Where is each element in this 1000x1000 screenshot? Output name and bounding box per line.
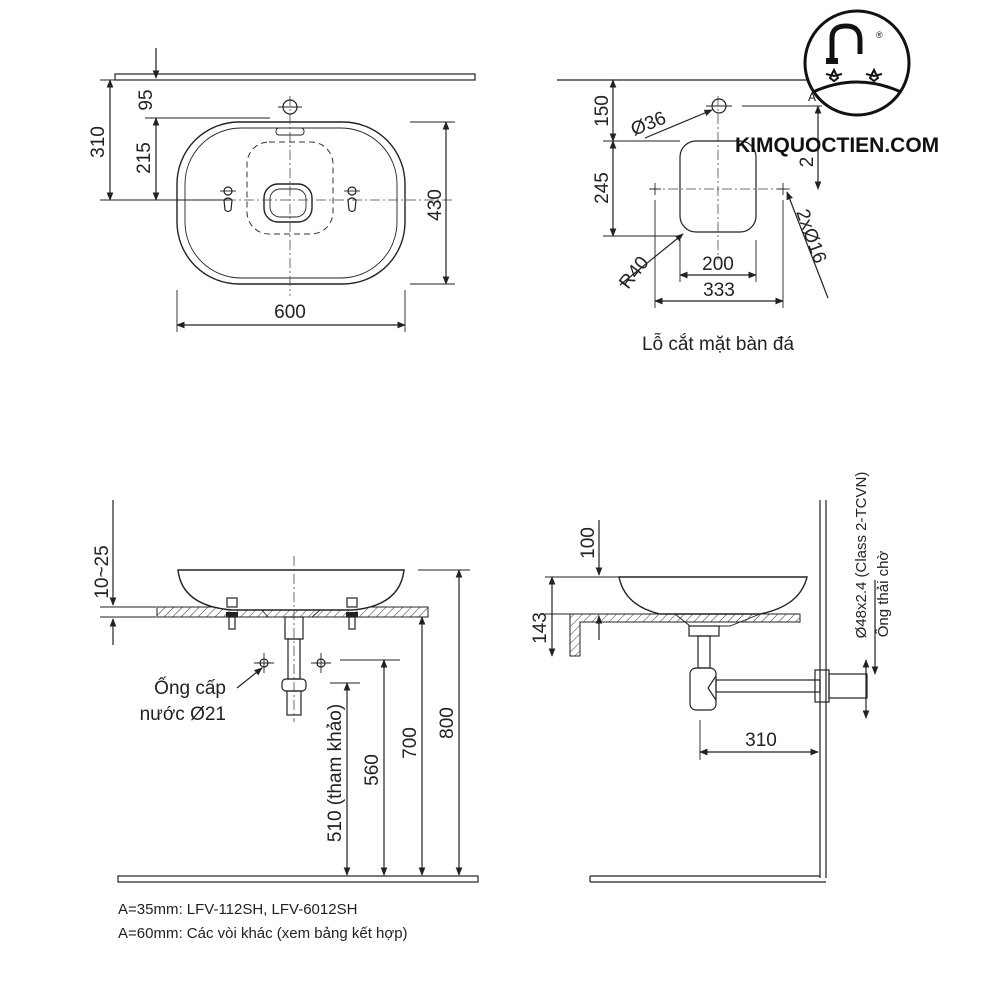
notes: A=35mm: LFV-112SH, LFV-6012SH A=60mm: Cá…: [118, 898, 408, 946]
dim-700-text: 700: [400, 727, 421, 759]
dim-310-side-text: 310: [745, 730, 777, 751]
dim-800-text: 800: [437, 707, 458, 739]
dim-310-text: 310: [88, 126, 109, 158]
front-floor: [117, 875, 479, 883]
dim-333-text: 333: [703, 280, 735, 301]
front-bolt-right: [346, 597, 358, 630]
faucet-icon: [829, 23, 863, 60]
dim-2-text: 2: [797, 157, 818, 168]
dim-100-text: 100: [578, 527, 599, 559]
front-view: 10~25 510 (tham khảo) 560 700 800 Ống cấ…: [92, 500, 479, 883]
fixing-bolt-left: [220, 186, 236, 213]
flower-icon: [825, 67, 843, 83]
side-view: 100 143 310 Ø48x2.4 (Class 2-TCVN) Ống t…: [530, 472, 892, 883]
supply-label-line2: nước Ø21: [140, 704, 226, 725]
supply-leader: [236, 667, 263, 689]
water-wave-icon: [812, 80, 902, 94]
cutout-bolt-hole-right: [777, 183, 789, 195]
flower-icon-2: [865, 67, 883, 83]
drain-label-text: Ống thải chờ: [874, 551, 892, 638]
dim-10-25-text: 10~25: [92, 545, 113, 598]
side-basin: [618, 576, 808, 615]
drain-spec-text: Ø48x2.4 (Class 2-TCVN): [853, 472, 870, 639]
note-line: A=35mm: LFV-112SH, LFV-6012SH: [118, 901, 358, 918]
dim-560-text: 560: [362, 754, 383, 786]
drain-inner: [269, 188, 307, 218]
dim-r40-text: R40: [615, 253, 653, 293]
dim-245-text: 245: [592, 172, 613, 204]
registered-mark: ®: [876, 30, 883, 40]
front-bolt-left: [226, 597, 238, 630]
dim-510-text: 510 (tham khảo): [325, 704, 346, 842]
cutout-title: Lỗ cắt mặt bàn đá: [642, 333, 795, 355]
side-drain-trap: [688, 625, 868, 711]
side-countertop: [569, 613, 801, 657]
note-line: A=60mm: Các vòi khác (xem bảng kết hợp): [118, 925, 408, 942]
brand-logo: A ® KIMQUOCTIEN.COM: [735, 9, 939, 157]
countertop-edge: [114, 73, 476, 81]
dim-200-text: 200: [702, 254, 734, 275]
logo-letter: A: [808, 90, 816, 104]
leader-2x16: [786, 191, 829, 299]
cutout-view: 150 245 Ø36 R40 200 333 2xØ16 2 Lỗ cắt m…: [557, 79, 830, 355]
leader-r40: [619, 233, 684, 286]
leader-36: [644, 109, 713, 139]
dim-150-text: 150: [592, 95, 613, 127]
front-basin: [177, 569, 405, 611]
dim-95-text: 95: [136, 89, 157, 110]
fixing-bolt-right: [344, 186, 360, 213]
drain-outer: [263, 183, 313, 223]
dim-36-text: Ø36: [628, 108, 669, 141]
brand-name: KIMQUOCTIEN.COM: [735, 134, 939, 157]
front-supply-pipe-right: [311, 653, 331, 673]
dim-2x16-text: 2xØ16: [791, 207, 830, 267]
front-supply-pipe-left: [254, 653, 274, 673]
dim-600-text: 600: [274, 302, 306, 323]
top-view: 95 310 215 430 600: [88, 48, 476, 332]
dim-143-text: 143: [530, 612, 551, 644]
supply-label-line1: Ống cấp: [154, 677, 226, 699]
dim-215-text: 215: [134, 142, 155, 174]
dim-430-text: 430: [425, 189, 446, 221]
cutout-bolt-hole-left: [649, 183, 661, 195]
